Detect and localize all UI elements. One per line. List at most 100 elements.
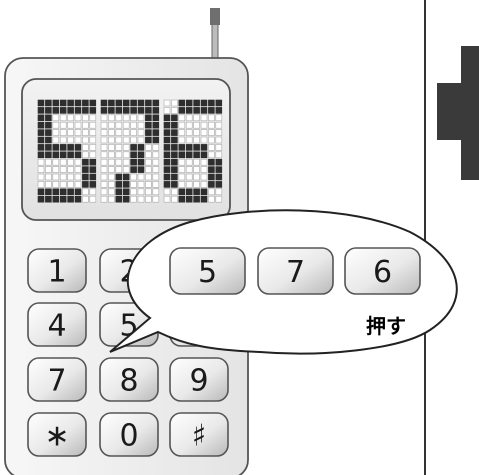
lcd-cell bbox=[137, 114, 145, 122]
lcd-cell bbox=[215, 181, 223, 188]
lcd-cell bbox=[152, 188, 160, 196]
key-face[interactable] bbox=[27, 412, 87, 457]
lcd-cell bbox=[52, 129, 60, 136]
lcd-cell bbox=[178, 129, 186, 136]
lcd-cell bbox=[163, 158, 171, 166]
key-face[interactable] bbox=[169, 247, 246, 295]
lcd-cell bbox=[100, 129, 108, 136]
lcd-cell bbox=[171, 181, 178, 188]
lcd-cell bbox=[100, 144, 108, 151]
lcd-cell bbox=[100, 166, 108, 173]
lcd-cell bbox=[200, 129, 208, 136]
lcd-cell bbox=[52, 188, 60, 196]
lcd-cell bbox=[137, 129, 145, 136]
lcd-cell bbox=[67, 166, 74, 173]
key-face[interactable] bbox=[344, 247, 421, 295]
lcd-cell bbox=[171, 99, 178, 107]
key-face[interactable] bbox=[27, 302, 87, 347]
lcd-cell bbox=[108, 114, 115, 122]
lcd-cell bbox=[74, 158, 82, 166]
lcd-cell bbox=[130, 151, 137, 159]
key-face[interactable] bbox=[257, 247, 334, 295]
lcd-cell bbox=[67, 151, 74, 159]
lcd-cell bbox=[145, 136, 152, 144]
key-4[interactable]: 4 bbox=[27, 302, 87, 347]
lcd-cell bbox=[115, 188, 123, 196]
lcd-cell bbox=[215, 166, 223, 173]
lcd-cell bbox=[152, 107, 160, 114]
lcd-cell bbox=[115, 166, 123, 173]
key-label: 7 bbox=[47, 364, 66, 399]
key-face[interactable] bbox=[27, 248, 87, 293]
lcd-cell bbox=[82, 99, 89, 107]
key-asterisk[interactable]: ∗ bbox=[27, 412, 87, 457]
key-0[interactable]: 0 bbox=[99, 412, 159, 457]
lcd-cell bbox=[74, 129, 82, 136]
key-label: 0 bbox=[119, 419, 138, 454]
lcd-cell bbox=[163, 151, 171, 159]
lcd-cell bbox=[152, 151, 160, 159]
lcd-cell bbox=[52, 166, 60, 173]
key-7[interactable]: 7 bbox=[27, 357, 87, 402]
lcd-cell bbox=[82, 144, 89, 151]
lcd-cell bbox=[171, 166, 178, 173]
lcd-cell bbox=[185, 195, 193, 203]
key-label: 9 bbox=[189, 364, 208, 399]
lcd-cell bbox=[137, 158, 145, 166]
key-face[interactable] bbox=[169, 412, 229, 457]
lcd-cell bbox=[89, 99, 97, 107]
lcd-cell bbox=[52, 173, 60, 181]
lcd-cell bbox=[163, 99, 171, 107]
key-1[interactable]: 1 bbox=[27, 248, 87, 293]
lcd-cell bbox=[45, 99, 52, 107]
lcd-cell bbox=[74, 121, 82, 129]
lcd-cell bbox=[108, 158, 115, 166]
lcd-cell bbox=[82, 114, 89, 122]
lcd-cell bbox=[89, 181, 97, 188]
lcd-cell bbox=[115, 158, 123, 166]
key-face[interactable] bbox=[27, 357, 87, 402]
lcd-cell bbox=[130, 158, 137, 166]
lcd-cell bbox=[152, 129, 160, 136]
lcd-cell bbox=[52, 195, 60, 203]
highlight-key-6[interactable]: 6 bbox=[344, 247, 421, 295]
lcd-cell bbox=[89, 144, 97, 151]
lcd-cell bbox=[193, 107, 200, 114]
key-face[interactable] bbox=[99, 412, 159, 457]
lcd-cell bbox=[200, 181, 208, 188]
lcd-cell bbox=[145, 151, 152, 159]
lcd-cell bbox=[163, 173, 171, 181]
lcd-cell bbox=[193, 188, 200, 196]
lcd-cell bbox=[145, 121, 152, 129]
highlight-key-5[interactable]: 5 bbox=[169, 247, 246, 295]
lcd-cell bbox=[152, 121, 160, 129]
key-face[interactable] bbox=[169, 357, 229, 402]
lcd-cell bbox=[193, 195, 200, 203]
lcd-cell bbox=[89, 129, 97, 136]
lcd-cell bbox=[208, 144, 215, 151]
lcd-cell bbox=[37, 166, 45, 173]
lcd-cell bbox=[115, 107, 123, 114]
key-face[interactable] bbox=[99, 357, 159, 402]
lcd-cell bbox=[59, 129, 67, 136]
lcd-cell bbox=[215, 144, 223, 151]
lcd-cell bbox=[100, 151, 108, 159]
lcd-cell bbox=[122, 181, 130, 188]
lcd-cell bbox=[37, 195, 45, 203]
key-8[interactable]: 8 bbox=[99, 357, 159, 402]
lcd-cell bbox=[74, 136, 82, 144]
highlight-key-7[interactable]: 7 bbox=[257, 247, 334, 295]
lcd-cell bbox=[45, 173, 52, 181]
lcd-cell bbox=[82, 173, 89, 181]
lcd-cell bbox=[185, 129, 193, 136]
key-9[interactable]: 9 bbox=[169, 357, 229, 402]
lcd-cell bbox=[115, 195, 123, 203]
lcd-cell bbox=[67, 188, 74, 196]
lcd-cell bbox=[59, 151, 67, 159]
lcd-cell bbox=[74, 151, 82, 159]
key-hash[interactable]: ♯ bbox=[169, 412, 229, 457]
lcd-cell bbox=[152, 114, 160, 122]
lcd-cell bbox=[145, 114, 152, 122]
lcd-cell bbox=[200, 195, 208, 203]
